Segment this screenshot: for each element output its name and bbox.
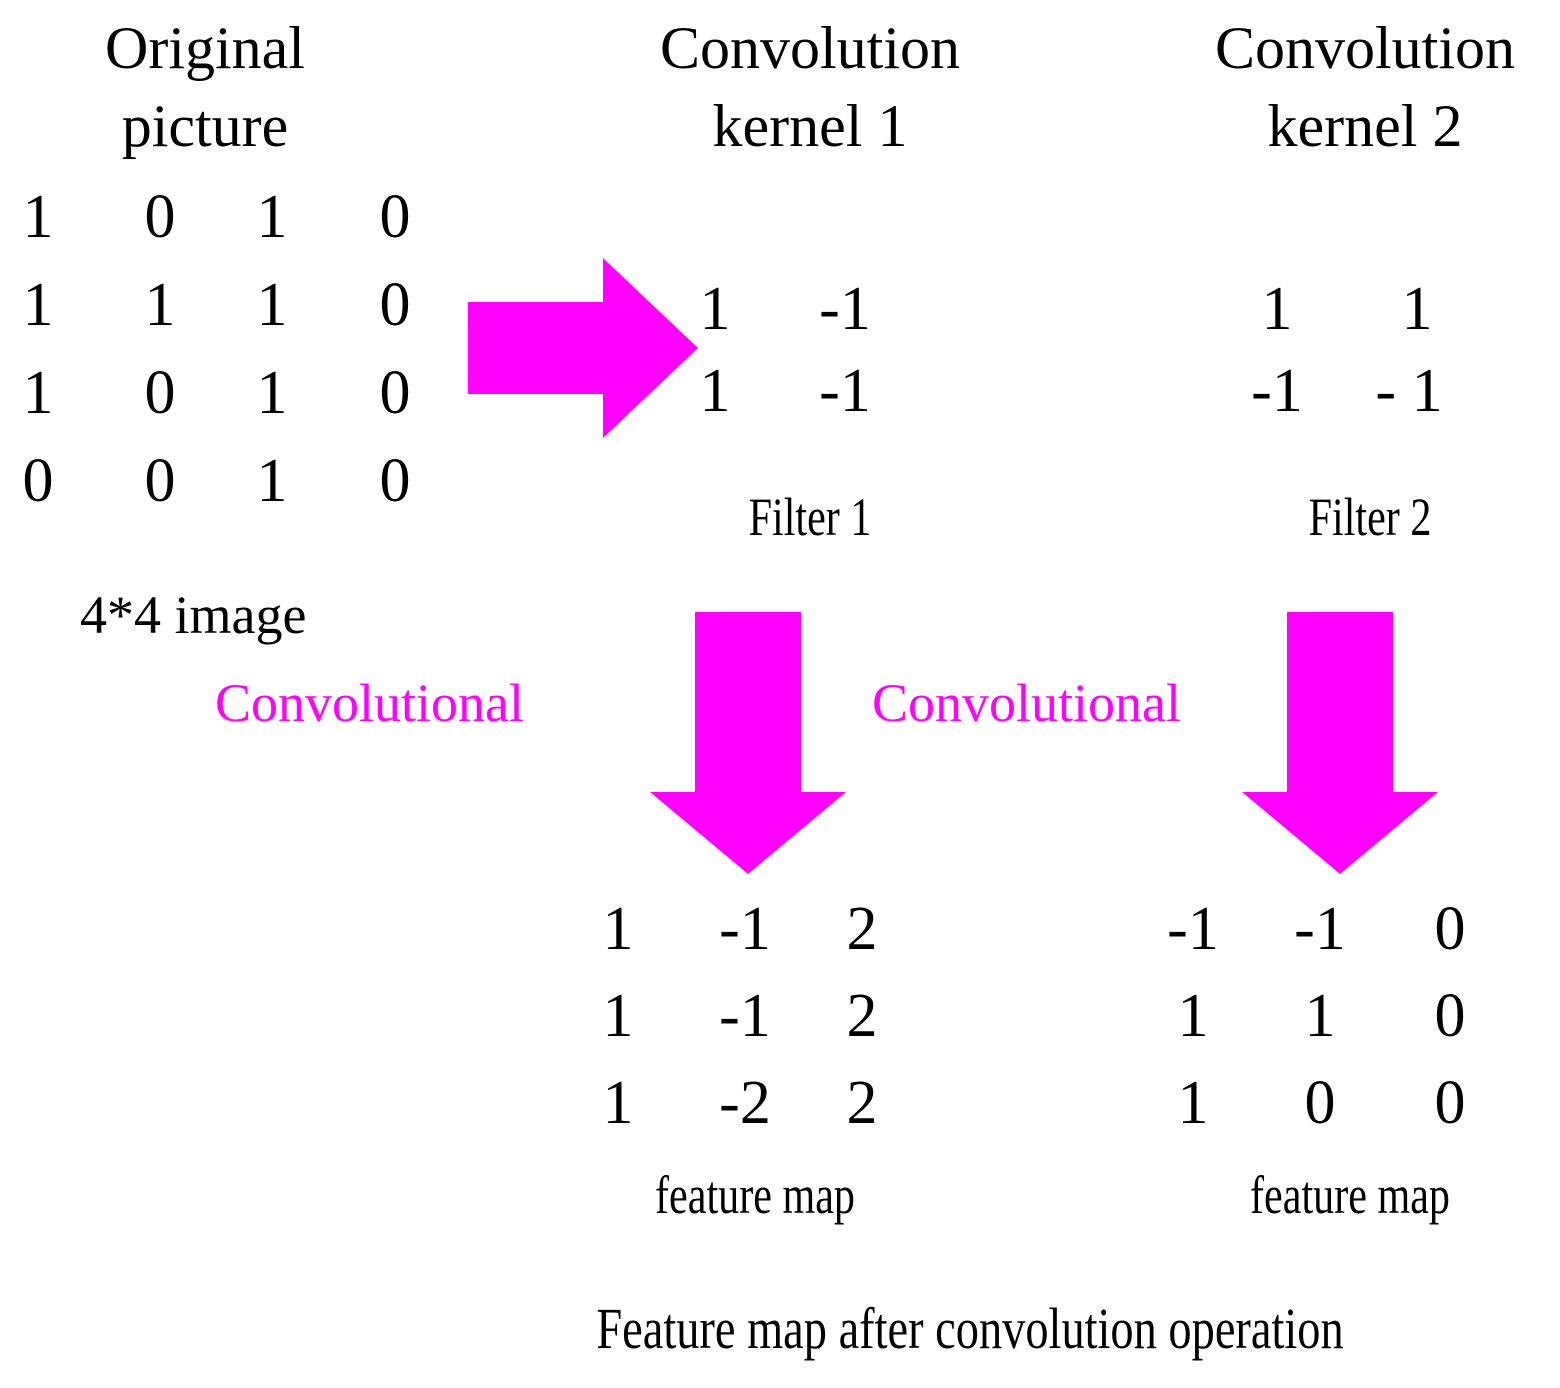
kernel2-header-line2: kernel 2	[1267, 93, 1463, 159]
matrix-cell: 0	[1434, 982, 1466, 1050]
matrix-cell: 0	[1434, 1069, 1466, 1137]
matrix-cell: 1	[602, 982, 634, 1050]
matrix-cell: 1	[1304, 982, 1336, 1050]
matrix-cell: -1	[719, 982, 771, 1050]
matrix-cell: 1	[256, 447, 288, 515]
matrix-cell: 1	[256, 183, 288, 251]
matrix-cell: 2	[846, 982, 878, 1050]
matrix-cell: -1	[719, 895, 771, 963]
filter1-label: Filter 1	[748, 487, 872, 547]
matrix-cell: - 1	[1375, 357, 1443, 425]
matrix-cell: 1	[256, 359, 288, 427]
diagram-caption: Feature map after convolution operation	[596, 1296, 1344, 1361]
filter2-label: Filter 2	[1308, 487, 1432, 547]
matrix-cell: 0	[379, 359, 411, 427]
matrix-cell: -1	[1251, 357, 1303, 425]
down-arrow-1	[650, 612, 846, 874]
matrix-cell: 1	[602, 1069, 634, 1137]
matrix-cell: 1	[1177, 982, 1209, 1050]
matrix-cell: 2	[846, 1069, 878, 1137]
matrix-cell: 0	[144, 447, 176, 515]
kernel1-header-line1: Convolution	[659, 15, 961, 81]
matrix-cell: 0	[22, 447, 54, 515]
matrix-cell: 1	[1261, 275, 1293, 343]
kernel2-header-line1: Convolution	[1214, 15, 1516, 81]
convolutional-label-1: Convolutional	[215, 673, 524, 733]
matrix-cell: 0	[379, 447, 411, 515]
matrix-cell: 1	[256, 271, 288, 339]
matrix-cell: 1	[22, 359, 54, 427]
matrix-cell: 0	[1304, 1069, 1336, 1137]
matrix-cell: -2	[719, 1069, 771, 1137]
matrix-cell: 0	[379, 271, 411, 339]
matrix-cell: -1	[819, 275, 871, 343]
feature-map1-label: feature map	[655, 1165, 855, 1225]
kernel1-header-line2: kernel 1	[712, 93, 908, 159]
matrix-cell: -1	[819, 357, 871, 425]
matrix-cell: 1	[22, 183, 54, 251]
matrix-cell: 0	[1434, 895, 1466, 963]
original-picture-header-line1: Original	[105, 15, 305, 81]
matrix-cell: 1	[144, 271, 176, 339]
right-arrow	[468, 258, 698, 438]
matrix-cell: 1	[602, 895, 634, 963]
matrix-cell: 0	[144, 359, 176, 427]
down-arrow-2	[1242, 612, 1438, 874]
matrix-cell: 1	[699, 357, 731, 425]
matrix-cell: 1	[699, 275, 731, 343]
original-picture-header-line2: picture	[121, 93, 289, 159]
matrix-cell: 0	[144, 183, 176, 251]
convolutional-label-2: Convolutional	[872, 673, 1181, 733]
matrix-cell: 0	[379, 183, 411, 251]
matrix-cell: 1	[1177, 1069, 1209, 1137]
matrix-cell: 2	[846, 895, 878, 963]
matrix-cell: -1	[1294, 895, 1346, 963]
image-size-label: 4*4 image	[80, 585, 307, 645]
matrix-cell: 1	[22, 271, 54, 339]
matrix-cell: 1	[1401, 275, 1433, 343]
matrix-cell: -1	[1167, 895, 1219, 963]
feature-map2-label: feature map	[1250, 1165, 1450, 1225]
